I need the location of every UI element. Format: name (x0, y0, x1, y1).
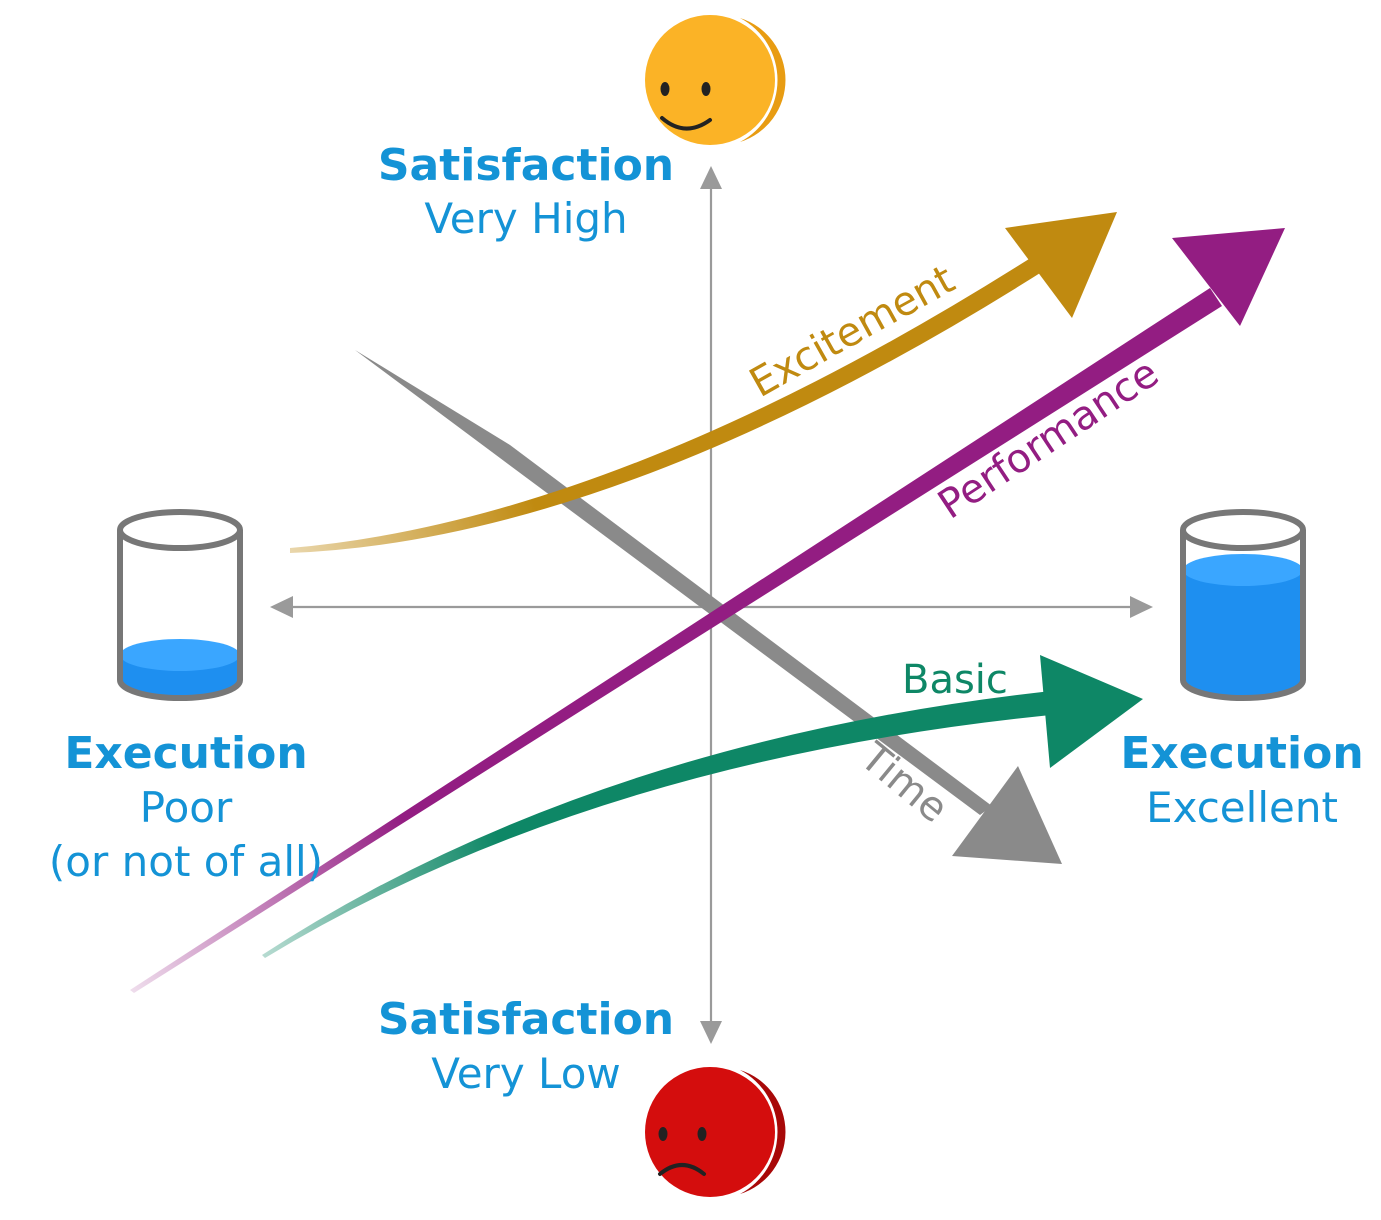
excitement-arrow (290, 212, 1117, 553)
performance-arrow (130, 228, 1285, 993)
axis-arrow-left-icon (270, 596, 293, 618)
basic-arrow (262, 655, 1143, 958)
top-subtitle: Very High (424, 194, 627, 243)
left-subtitle-line2: (or not of all) (49, 837, 323, 886)
bottom-title: Satisfaction (378, 994, 674, 1045)
glass-low-water-icon (117, 509, 243, 701)
axis-arrow-up-icon (700, 166, 722, 189)
happy-face-icon (645, 15, 786, 145)
top-title: Satisfaction (378, 140, 674, 191)
time-arrow (355, 350, 1062, 864)
left-title: Execution (64, 728, 307, 779)
sad-face-icon (645, 1067, 786, 1197)
right-subtitle: Excellent (1146, 783, 1338, 832)
right-title: Execution (1120, 728, 1363, 779)
bottom-subtitle: Very Low (431, 1049, 621, 1098)
axis-arrow-down-icon (700, 1021, 722, 1044)
glass-high-water-icon (1180, 509, 1306, 701)
axis-arrow-right-icon (1130, 596, 1153, 618)
left-subtitle-line1: Poor (140, 783, 233, 832)
basic-label: Basic (902, 657, 1008, 703)
performance-label: Performance (930, 350, 1167, 528)
